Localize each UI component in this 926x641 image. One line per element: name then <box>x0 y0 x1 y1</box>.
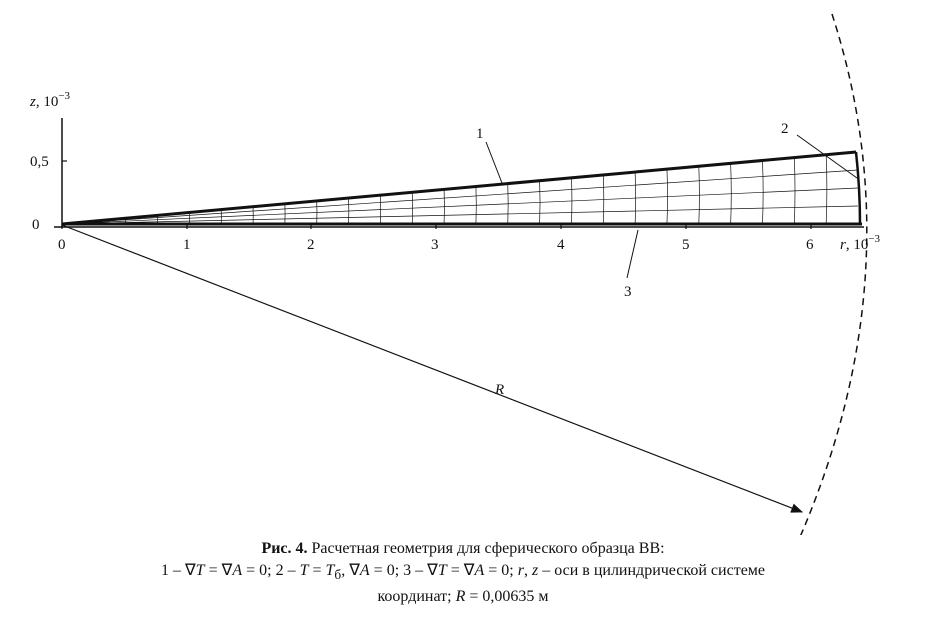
callout-1-leader <box>485 141 503 184</box>
callout-3-label: 3 <box>624 284 632 300</box>
mesh-radial-line <box>602 175 605 225</box>
mesh-radial-line <box>825 154 828 225</box>
mesh-radial-line <box>698 166 700 225</box>
mesh-radial-line <box>762 160 764 225</box>
mesh-radial-line <box>730 163 732 225</box>
boundary-2-arc <box>854 151 862 225</box>
z-axis-title: z, 10−3 <box>29 90 71 110</box>
mesh-angular-line <box>61 169 859 225</box>
r-tick-label-5: 5 <box>682 237 690 253</box>
geometry-figure: 0 0,5 0 1 2 3 4 5 6 z, 10−3 r, 10−3 R 1 … <box>29 13 881 535</box>
r-tick-label-1: 1 <box>183 237 191 253</box>
caption-line-3: координат; R = 0,00635 м <box>377 588 549 606</box>
mesh-radial-line <box>793 157 796 225</box>
callout-1-label: 1 <box>476 126 484 142</box>
caption-fig-label: Рис. 4. <box>261 540 308 557</box>
z-tick-label-05: 0,5 <box>30 154 49 170</box>
caption-title: Расчетная геометрия для сферического обр… <box>311 540 665 557</box>
r-tick-label-4: 4 <box>557 237 565 253</box>
computational-mesh <box>61 154 859 225</box>
boundary-1-line <box>61 150 857 226</box>
figure-caption: Рис. 4. Расчетная геометрия для сферичес… <box>0 538 926 608</box>
callout-3-leader <box>626 229 639 279</box>
mesh-radial-line <box>634 172 637 225</box>
mesh-radial-line <box>666 169 668 225</box>
z-tick-label-0: 0 <box>32 217 40 233</box>
radius-label: R <box>494 382 504 398</box>
caption-line-2: 1 – ∇T = ∇A = 0; 2 – T = Tб, ∇A = 0; 3 –… <box>160 562 766 583</box>
mesh-angular-line <box>61 187 859 225</box>
radius-arrow <box>61 224 804 513</box>
callout-2-leader <box>796 134 858 179</box>
caption-line-1: Рис. 4. Расчетная геометрия для сферичес… <box>0 538 926 560</box>
callout-2-label: 2 <box>781 121 789 137</box>
mesh-angular-line <box>61 205 859 225</box>
r-axis-title: r, 10−3 <box>840 233 881 253</box>
r-tick-label-3: 3 <box>431 237 439 253</box>
r-tick-label-0: 0 <box>58 237 66 253</box>
r-tick-label-2: 2 <box>307 237 315 253</box>
r-tick-label-6: 6 <box>806 237 814 253</box>
sphere-radius-arc <box>800 13 868 535</box>
r-axis-ticks <box>61 224 812 229</box>
